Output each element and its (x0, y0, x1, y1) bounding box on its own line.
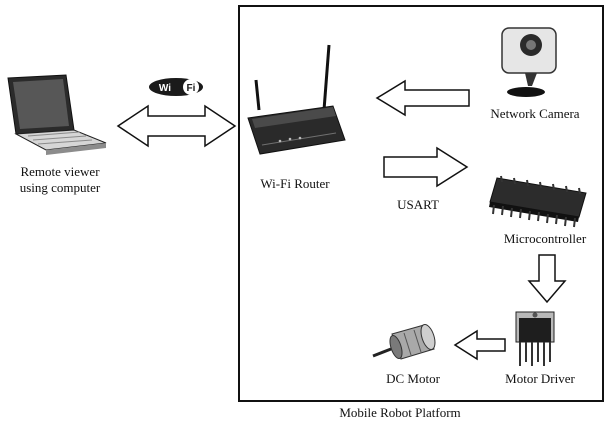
wifi-router-label: Wi-Fi Router (260, 176, 330, 191)
motor-driver-label: Motor Driver (505, 371, 575, 386)
router-icon (248, 45, 345, 154)
wifi-logo-left-text: Wi (159, 83, 171, 94)
wifi-logo-icon: Wi Fi (149, 78, 203, 96)
driver-to-motor-arrow (455, 331, 505, 359)
dc-motor-label: DC Motor (386, 371, 440, 386)
microcontroller-to-driver-arrow (529, 255, 565, 302)
camera-to-router-arrow (377, 81, 469, 115)
motor-driver-icon (516, 312, 554, 366)
remote-viewer-label-line2: using computer (20, 180, 101, 195)
router-to-microcontroller-arrow (384, 148, 467, 186)
laptop-icon (8, 75, 106, 155)
remote-viewer-label-line1: Remote viewer (20, 164, 100, 179)
usart-label: USART (397, 197, 439, 212)
dc-motor-icon (373, 323, 438, 360)
microcontroller-label: Microcontroller (504, 231, 587, 246)
wireless-link-arrow (118, 106, 235, 146)
microcontroller-icon (489, 176, 586, 227)
platform-label: Mobile Robot Platform (339, 405, 460, 420)
network-camera-icon (502, 28, 556, 97)
wifi-logo-right-text: Fi (187, 83, 196, 94)
network-camera-label: Network Camera (490, 106, 579, 121)
